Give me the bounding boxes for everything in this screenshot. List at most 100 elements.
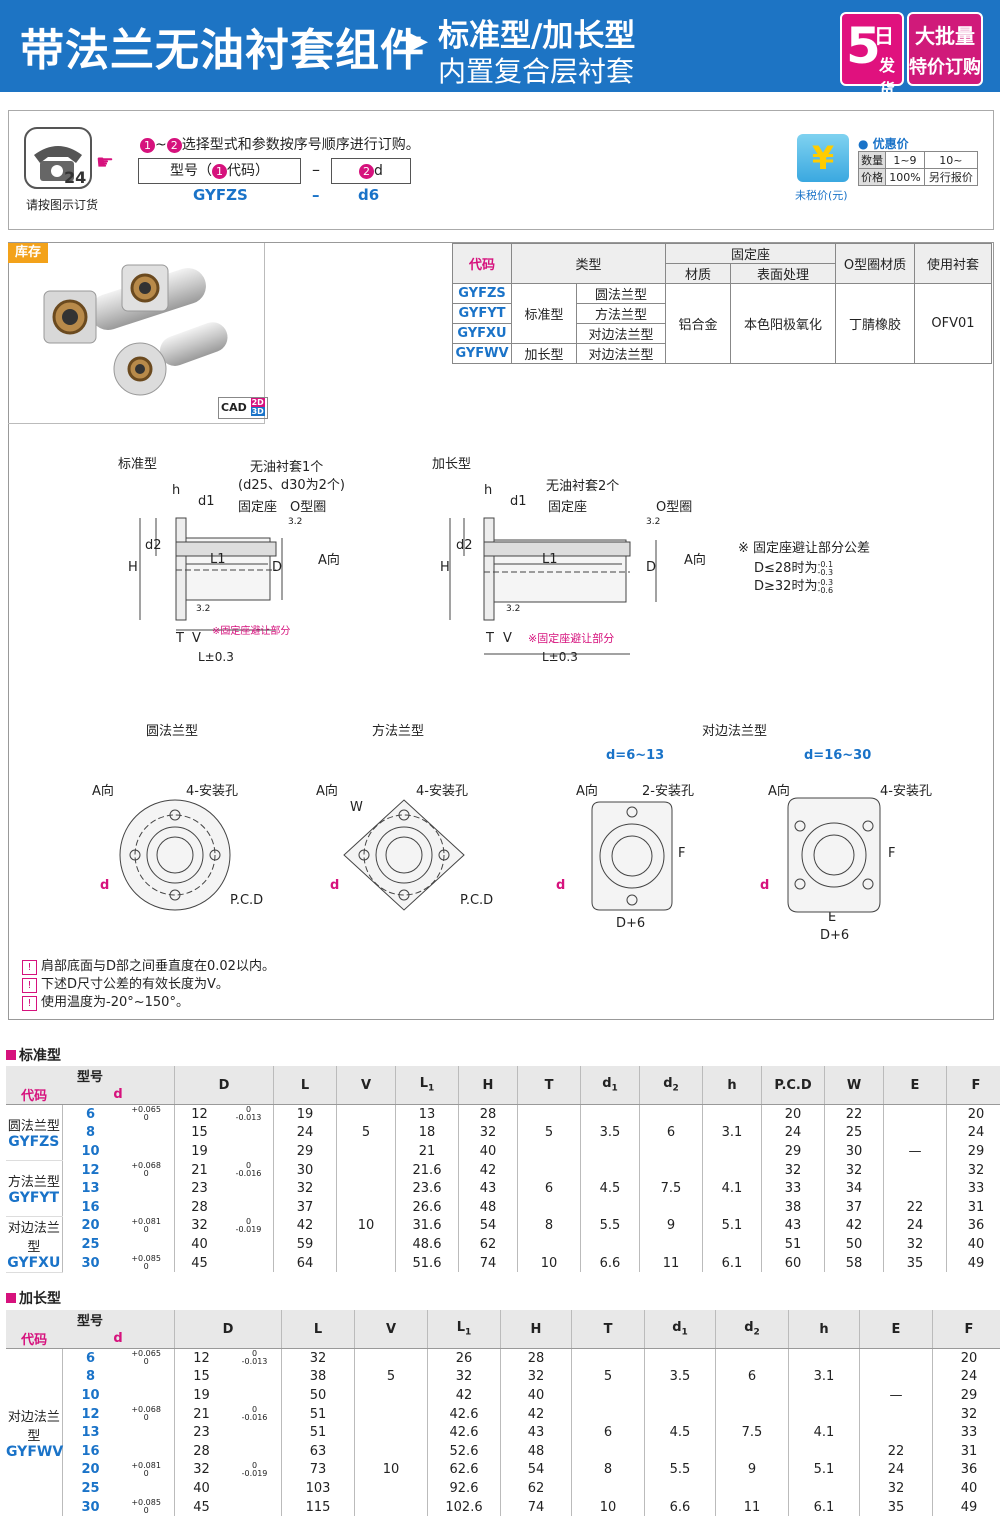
d-cell: 10 <box>61 1142 119 1161</box>
d-cell: 8 <box>61 1367 119 1387</box>
long-dim-d1: d1 <box>510 494 527 509</box>
spec-type-long: 加长型 <box>511 343 577 364</box>
cell-V <box>336 1160 396 1180</box>
D-tol-cell-upper: 0 <box>245 1216 252 1226</box>
cell-H: 32 <box>500 1367 572 1387</box>
model-step-circle: 1 <box>212 164 227 179</box>
cell-h <box>702 1160 762 1180</box>
D-tol-cell <box>224 1124 274 1143</box>
cell-H: 28 <box>500 1348 572 1368</box>
cell-L1: 42.6 <box>427 1423 501 1442</box>
header-col-sub: 2 <box>672 1083 679 1094</box>
cell-d2: 11 <box>715 1497 789 1517</box>
d-cell: 6 <box>61 1348 119 1368</box>
cell-PCD: 43 <box>761 1216 825 1236</box>
note-3-text: 使用温度为-20°~150°。 <box>41 995 189 1010</box>
cell-d1: 4.5 <box>644 1423 716 1442</box>
cell-E: — <box>859 1386 933 1405</box>
cell-h <box>702 1197 762 1217</box>
spec-flange: 对边法兰型 <box>576 343 666 364</box>
bushing-photo-image <box>43 264 228 396</box>
long-a-direction: A向 <box>684 553 706 568</box>
std-avoid-note: ※固定座避让部分 <box>212 626 291 637</box>
cell-F: 32 <box>932 1404 1000 1424</box>
flat-range-1: d=6~13 <box>606 748 665 763</box>
spec-header-surface: 表面处理 <box>730 263 836 284</box>
flat2-e-label: E <box>828 910 837 925</box>
d-tol-cell-lower: 0 <box>143 1506 149 1516</box>
cell-h <box>702 1142 762 1161</box>
header-d: d <box>62 1329 175 1349</box>
D-tol-cell-lower: -0.013 <box>241 1357 268 1367</box>
cell-d2 <box>715 1479 789 1498</box>
cad-download-button[interactable]: CAD 2D 3D <box>218 397 268 419</box>
section-marker-icon <box>6 1293 16 1303</box>
cell-W: 25 <box>824 1123 884 1143</box>
header-col-L1: L1 <box>427 1310 501 1349</box>
cell-d2 <box>639 1235 703 1254</box>
cell-L1: 42.6 <box>427 1404 501 1424</box>
cell-H: 43 <box>458 1179 518 1198</box>
step-2-circle: 2 <box>166 138 182 153</box>
cell-V: 5 <box>336 1123 396 1143</box>
d-cell: 8 <box>61 1123 119 1143</box>
order-guide-panel <box>8 110 994 230</box>
step-range-sep: ~ <box>155 137 167 153</box>
cell-L1: 92.6 <box>427 1479 501 1498</box>
cell-T <box>571 1386 645 1405</box>
cell-H: 62 <box>500 1479 572 1498</box>
cell-d1: 6.6 <box>644 1497 716 1517</box>
d-cell: 10 <box>61 1386 119 1405</box>
cell-H: 54 <box>458 1216 518 1236</box>
cell-L: 59 <box>273 1235 337 1254</box>
d-tol-cell-lower: 0 <box>143 1413 149 1423</box>
d-tol-cell <box>118 1423 174 1442</box>
D-tol-cell-upper: 0 <box>251 1349 258 1359</box>
step-1-circle: 1 <box>140 138 155 153</box>
order-dash: – <box>312 160 320 179</box>
header-col-PC.D: P.C.D <box>761 1066 825 1105</box>
D-tol-cell <box>224 1235 274 1254</box>
spec-code: GYFXU <box>452 323 512 344</box>
note-2: !下述D尺寸公差的有效长度为V。 <box>22 973 229 993</box>
header-col-h: h <box>702 1066 762 1105</box>
cell-H: 32 <box>458 1123 518 1143</box>
d-cell: 30 <box>61 1497 119 1517</box>
cell-E: 24 <box>859 1460 933 1480</box>
cell-d1 <box>580 1235 640 1254</box>
badge-bulk-text2: 特价订购 <box>909 57 981 78</box>
flat2-f-label: F <box>888 846 896 861</box>
std-section-drawing <box>139 517 283 631</box>
long-oring-label: O型圈 <box>656 500 693 515</box>
cell-D: 12 <box>174 1348 228 1368</box>
cell-W: 42 <box>824 1216 884 1236</box>
cell-d2 <box>639 1104 703 1124</box>
D-tol-cell-upper: 0 <box>245 1105 252 1115</box>
std-a-direction: A向 <box>318 553 340 568</box>
long-dim-H: H <box>440 560 450 575</box>
header-code: 代码 <box>6 1085 63 1105</box>
cell-L1: 18 <box>395 1123 459 1143</box>
cell-PCD: 29 <box>761 1142 825 1161</box>
d-tol-cell-upper: +0.065 <box>131 1105 161 1115</box>
cad-label: CAD <box>221 401 247 414</box>
D-tol-cell-lower: -0.019 <box>241 1468 268 1478</box>
tolerance-note-title: ※ 固定座避让部分公差 <box>738 541 871 556</box>
cell-F: 20 <box>932 1348 1000 1368</box>
cell-h <box>788 1479 860 1498</box>
phone-24-icon: 24 <box>24 127 92 189</box>
d-tol-cell-lower: 0 <box>143 1468 149 1478</box>
spec-subheader-row: 材质 表面处理 <box>453 263 992 284</box>
price-cell: 数量 <box>857 151 887 169</box>
